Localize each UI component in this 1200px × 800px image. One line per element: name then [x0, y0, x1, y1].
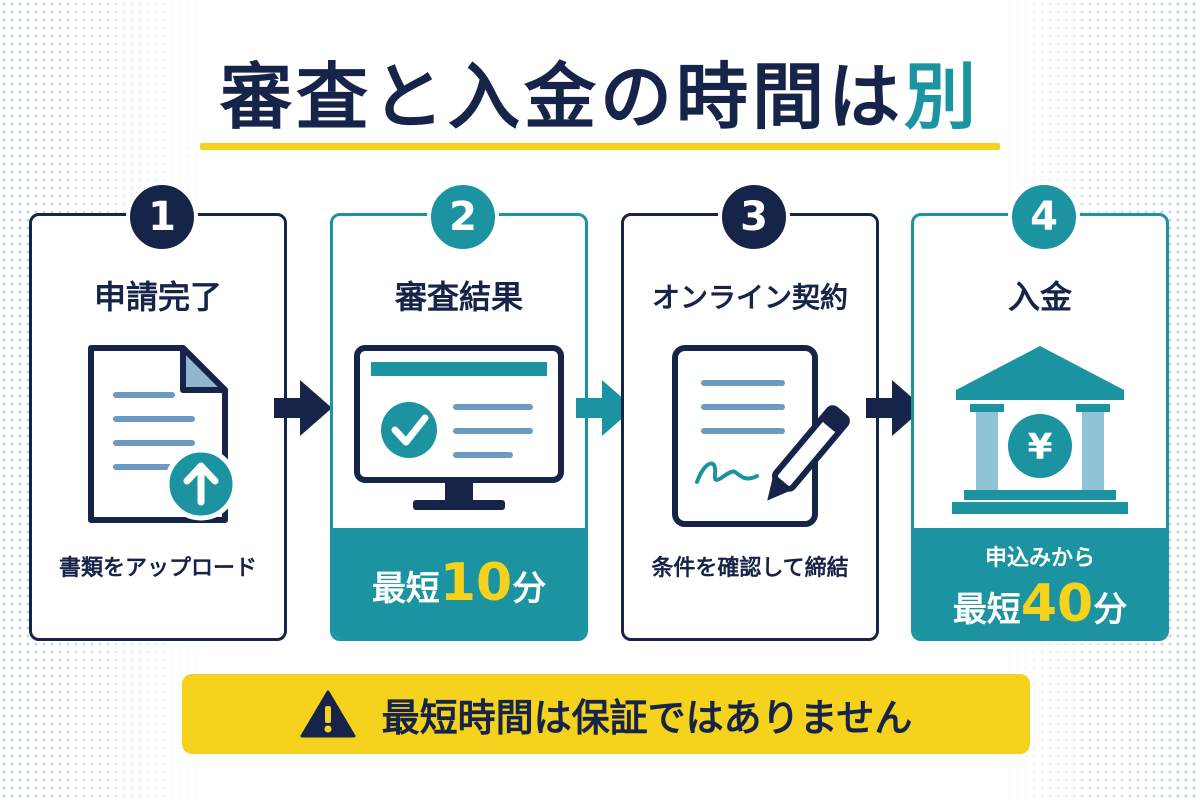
bank-yen-icon: ¥ — [914, 334, 1166, 544]
band-value: 10 — [439, 553, 513, 613]
step-description: 書類をアップロード — [58, 556, 257, 581]
warning-text: 最短時間は保証ではありません — [381, 695, 913, 740]
step-number-badge: 3 — [718, 181, 790, 253]
step-card-1: 申請完了 書類をアップロード — [29, 213, 287, 641]
step-title: 審査結果 — [394, 278, 523, 316]
document-upload-icon — [32, 334, 284, 544]
contract-sign-icon — [624, 334, 876, 544]
svg-text:¥: ¥ — [1027, 427, 1052, 468]
title-main: 審査と入金の時間は — [219, 55, 904, 139]
step-card-3: オンライン契約 条件を確認して締結 — [621, 213, 879, 641]
step-result-band: 申込みから 最短40分 — [914, 528, 1166, 638]
arrow-right-icon — [576, 380, 634, 436]
step-result-band: 最短10分 — [333, 528, 585, 638]
step-title: 申請完了 — [93, 278, 222, 316]
step-card-2: 審査結果 最短10分 — [330, 213, 588, 641]
band-unit: 分 — [512, 569, 547, 609]
band-value: 40 — [1020, 574, 1094, 634]
step-card-4: 入金 ¥ 申込みから 最短40分 — [911, 213, 1169, 641]
band-time: 最短10分 — [333, 528, 585, 638]
step-title: 入金 — [1007, 278, 1072, 316]
arrow-right-icon — [274, 380, 332, 436]
arrow-right-icon — [866, 380, 924, 436]
step-title: オンライン契約 — [651, 281, 848, 314]
band-time: 最短40分 — [914, 574, 1166, 634]
monitor-check-icon — [333, 334, 585, 544]
title-accent: 別 — [904, 55, 981, 139]
warning-icon — [300, 690, 356, 738]
band-sub-label: 申込みから — [984, 546, 1095, 571]
band-prefix: 最短 — [371, 569, 440, 609]
step-number-badge: 2 — [427, 181, 499, 253]
warning-banner: 最短時間は保証ではありません — [182, 674, 1030, 754]
step-number-badge: 4 — [1008, 181, 1080, 253]
step-number-badge: 1 — [126, 181, 198, 253]
band-unit: 分 — [1093, 590, 1128, 630]
title-underline — [200, 143, 1000, 150]
step-description: 条件を確認して締結 — [651, 556, 849, 581]
band-prefix: 最短 — [952, 590, 1021, 630]
page-title: 審査と入金の時間は別 — [0, 52, 1200, 142]
